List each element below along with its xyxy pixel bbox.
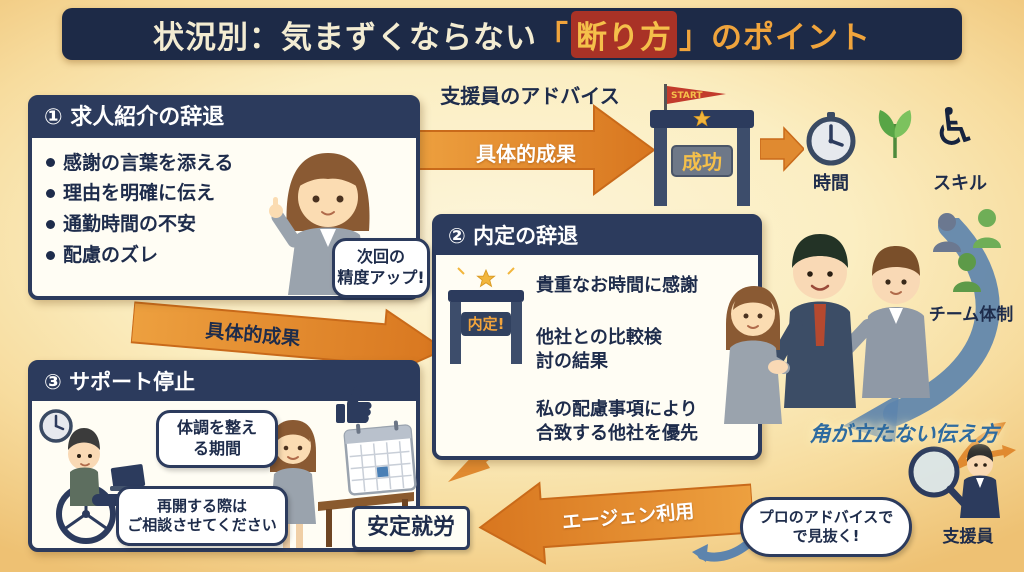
title-part1: 状況別：気まずくならない	[153, 19, 537, 56]
bullet-dot-icon	[46, 250, 55, 260]
speech-bubble-pro-advice: プロのアドバイスで で見抜く!	[740, 497, 912, 557]
star-icon	[476, 268, 496, 288]
tactful-label: 角が立たない伝え方	[809, 422, 999, 446]
speech-bubble-condition: 体調を整え る期間	[156, 410, 278, 468]
section2-header: ② 内定の辞退	[436, 218, 758, 256]
arrow-agent-use	[478, 481, 756, 565]
arrow-label-concrete-results-top: 具体的成果	[476, 142, 576, 166]
clock-icon	[806, 112, 856, 166]
start-flag-icon	[667, 86, 726, 104]
title-bracket-close: 」	[679, 19, 711, 56]
bullet-dot-icon	[46, 189, 55, 199]
small-right-arrow-icon	[760, 126, 804, 172]
wheelchair-icon: ♿	[932, 98, 979, 158]
panel-job-decline: ① 求人紹介の辞退 感謝の言葉を添える 理由を明確に伝え 通勤時間の不安 配慮の…	[28, 95, 420, 300]
section2-point: 私の配慮事項により 合致する他社を優先	[536, 399, 698, 445]
wall-clock-icon	[39, 409, 73, 443]
success-text: 成功	[682, 150, 722, 174]
star-icon	[693, 109, 711, 127]
bullet-text: 通勤時間の不安	[63, 213, 197, 236]
section1-bullet-list: 感謝の言葉を添える 理由を明確に伝え 通勤時間の不安 配慮のズレ	[32, 138, 257, 271]
team-label: チーム体制	[928, 305, 1014, 325]
time-label: 時間	[813, 173, 849, 194]
bullet-text: 配慮のズレ	[63, 243, 159, 266]
support-worker-label: 支援員	[942, 527, 994, 547]
magnifier-person-illustration	[908, 444, 1000, 518]
panel-offer-decline: ② 内定の辞退 内定! 貴重なお時間に感謝 他社との比較検 討の結果 私の配慮事…	[432, 214, 762, 460]
advice-label: 支援員のアドバイス	[440, 84, 620, 108]
magnifier-icon	[908, 446, 960, 498]
calendar-icon	[343, 420, 417, 496]
bullet-item: 配慮のズレ	[46, 240, 257, 271]
flagpole	[664, 84, 667, 112]
blue-curve-arrow	[843, 218, 1000, 442]
section1-header: ① 求人紹介の辞退	[32, 99, 416, 138]
support-woman-illustration	[270, 420, 316, 548]
section2-point: 貴重なお時間に感謝	[536, 275, 698, 296]
offer-gate-text: 内定!	[468, 315, 505, 333]
bullet-dot-icon	[46, 158, 55, 168]
bullet-item: 通勤時間の不安	[46, 209, 257, 240]
handshake-illustration	[724, 234, 930, 424]
stable-employment-badge: 安定就労	[352, 506, 470, 550]
bullet-text: 感謝の言葉を添える	[63, 151, 234, 174]
title-part2: のポイント	[711, 19, 871, 56]
title-bracket-open: 「	[537, 19, 569, 56]
speech-bubble-restart: 再開する際は ご相談させてください	[116, 486, 288, 546]
handshake-hands	[768, 360, 788, 374]
goal-gate-illustration: START 成功	[650, 84, 754, 206]
skill-label: スキル	[933, 173, 987, 194]
section2-point: 他社との比較検 討の結果	[536, 327, 662, 373]
speech-bubble-accuracy: 次回の 精度アップ!	[332, 238, 430, 298]
thumbs-up-icon	[336, 386, 372, 423]
plant-icon	[878, 110, 912, 158]
offer-gate-illustration: 内定!	[448, 267, 524, 364]
arrow-concrete-results-top	[416, 104, 656, 196]
title-bar: 状況別：気まずくならない 「 断り方 」 のポイント	[62, 8, 962, 60]
team-icons	[933, 209, 1001, 292]
bullet-dot-icon	[46, 220, 55, 229]
bullet-item: 感謝の言葉を添える	[46, 148, 257, 179]
bullet-text: 理由を明確に伝え	[63, 182, 216, 205]
start-flag-label: START	[671, 91, 703, 101]
title-highlight: 断り方	[571, 10, 677, 58]
bullet-item: 理由を明確に伝え	[46, 178, 257, 209]
